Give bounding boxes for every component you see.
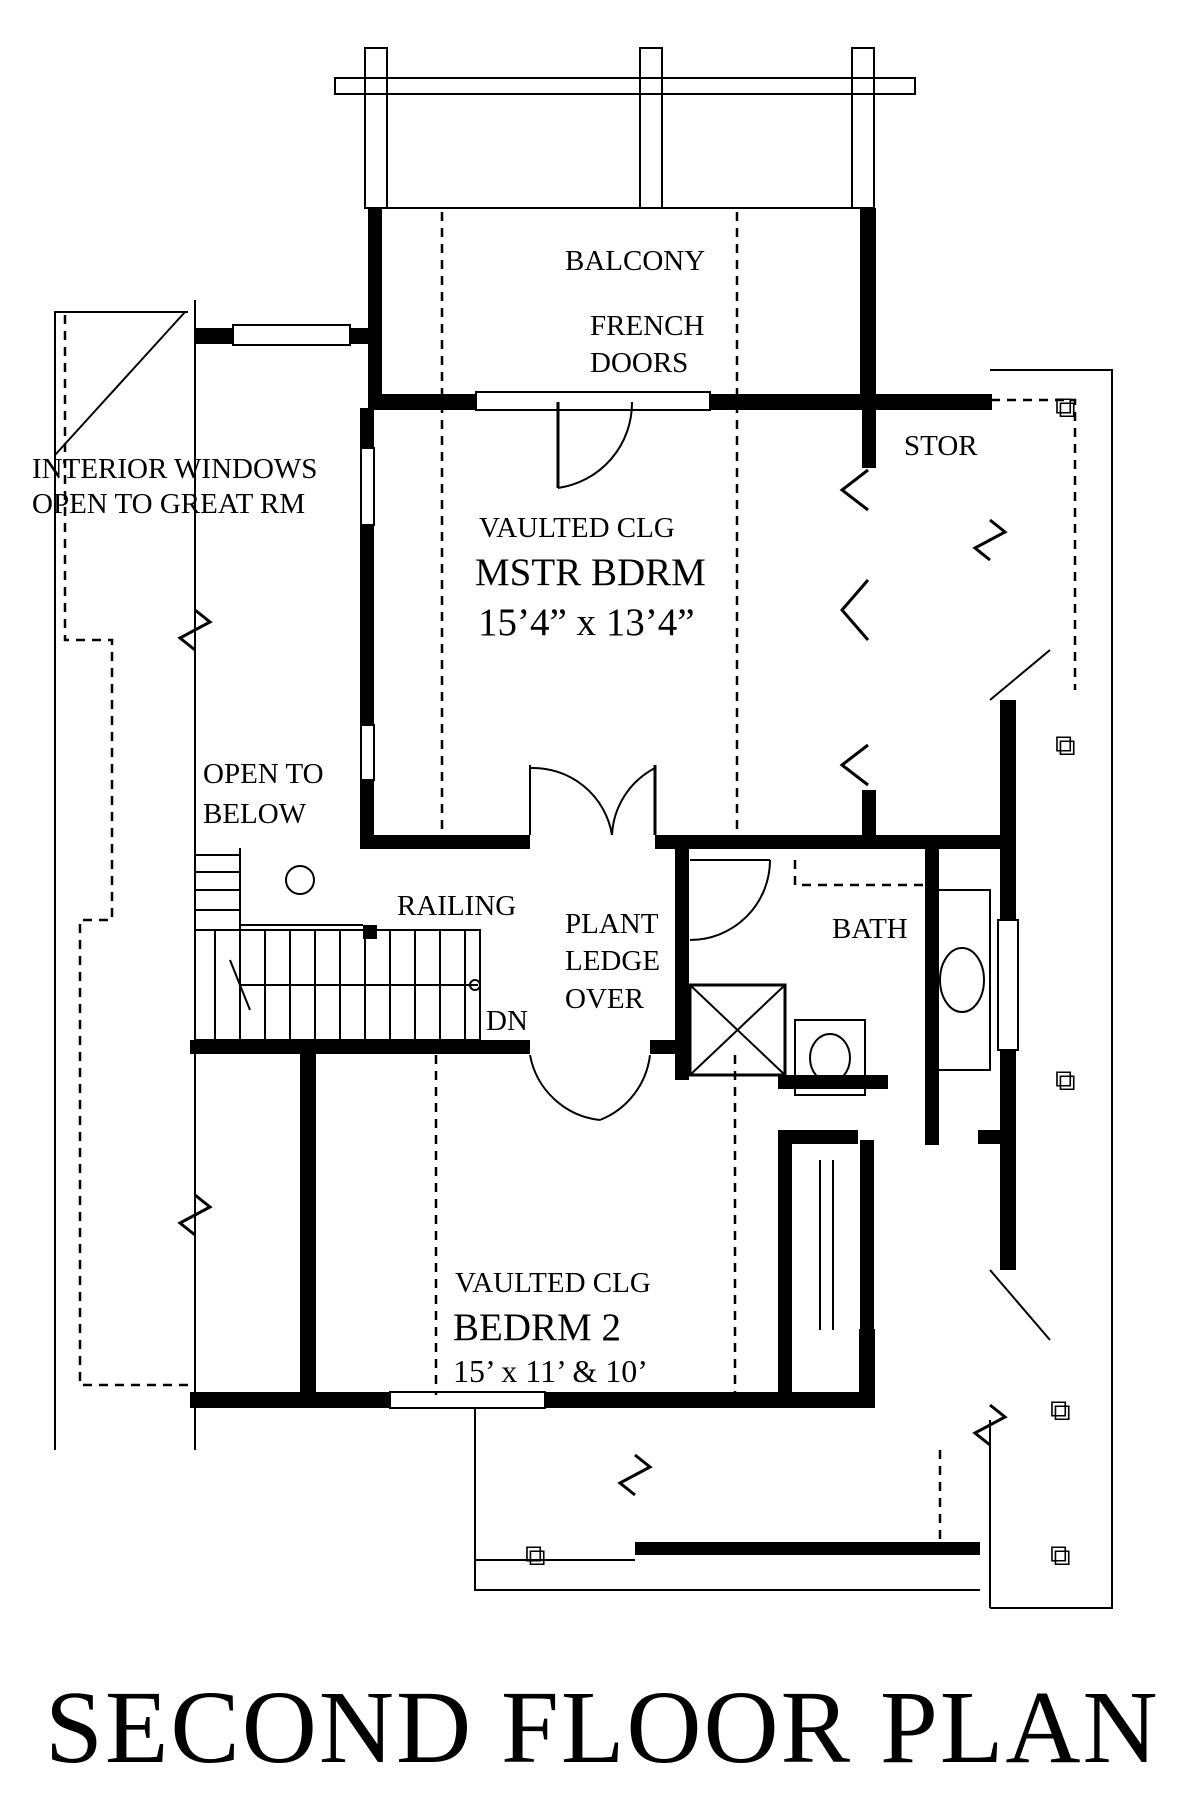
svg-text:⧉: ⧉ [1055,730,1076,762]
railing-label: RAILING [397,890,516,922]
balcony-label: BALCONY [565,245,705,277]
mstr-bdrm-name: MSTR BDRM [475,551,706,594]
bedrm2-name: BEDRM 2 [453,1306,621,1349]
open-to-below-label-line1: OPEN TO [203,758,324,790]
room-labels: BALCONY FRENCH DOORS STOR INTERIOR WINDO… [32,245,978,1389]
svg-text:⧉: ⧉ [525,1540,546,1572]
plant-ledge-label-line3: OVER [565,983,645,1015]
open-to-below-label-line2: BELOW [203,798,307,830]
svg-text:⧉: ⧉ [1050,1395,1071,1427]
plan-title: SECOND FLOOR PLAN [45,1670,1160,1785]
vaulted-ceiling-lines [63,212,1077,1542]
interior-windows-label-line1: INTERIOR WINDOWS [32,453,317,485]
doors [529,401,870,1121]
windows [232,324,1019,1409]
stor-label: STOR [904,430,978,462]
down-stairs-label: DN [486,1005,528,1037]
interior-windows-label-line2: OPEN TO GREAT RM [32,488,305,520]
break-symbols [177,518,1008,1497]
svg-text:⧉: ⧉ [1055,1065,1076,1097]
bedrm2-size: 15’ x 11’ & 10’ [453,1353,648,1389]
plant-ledge-label-line2: LEDGE [565,945,660,977]
mstr-bdrm-size: 15’4” x 13’4” [478,601,695,644]
french-doors-label-line2: DOORS [590,347,688,379]
bedrm2-vaulted-label: VAULTED CLG [455,1267,651,1299]
exterior-walls [190,208,1016,1555]
french-doors-label-line1: FRENCH [590,310,704,342]
mstr-vaulted-label: VAULTED CLG [479,512,675,544]
svg-text:⧉: ⧉ [1050,1540,1071,1572]
bath-label: BATH [832,913,908,945]
svg-text:⧉: ⧉ [1055,392,1076,424]
plant-ledge-label-line1: PLANT [565,908,659,940]
balcony-beams [334,47,916,209]
stairs [194,848,481,1041]
fixtures: ⧉ ⧉ ⧉ ⧉ ⧉ ⧉ [285,392,1076,1572]
